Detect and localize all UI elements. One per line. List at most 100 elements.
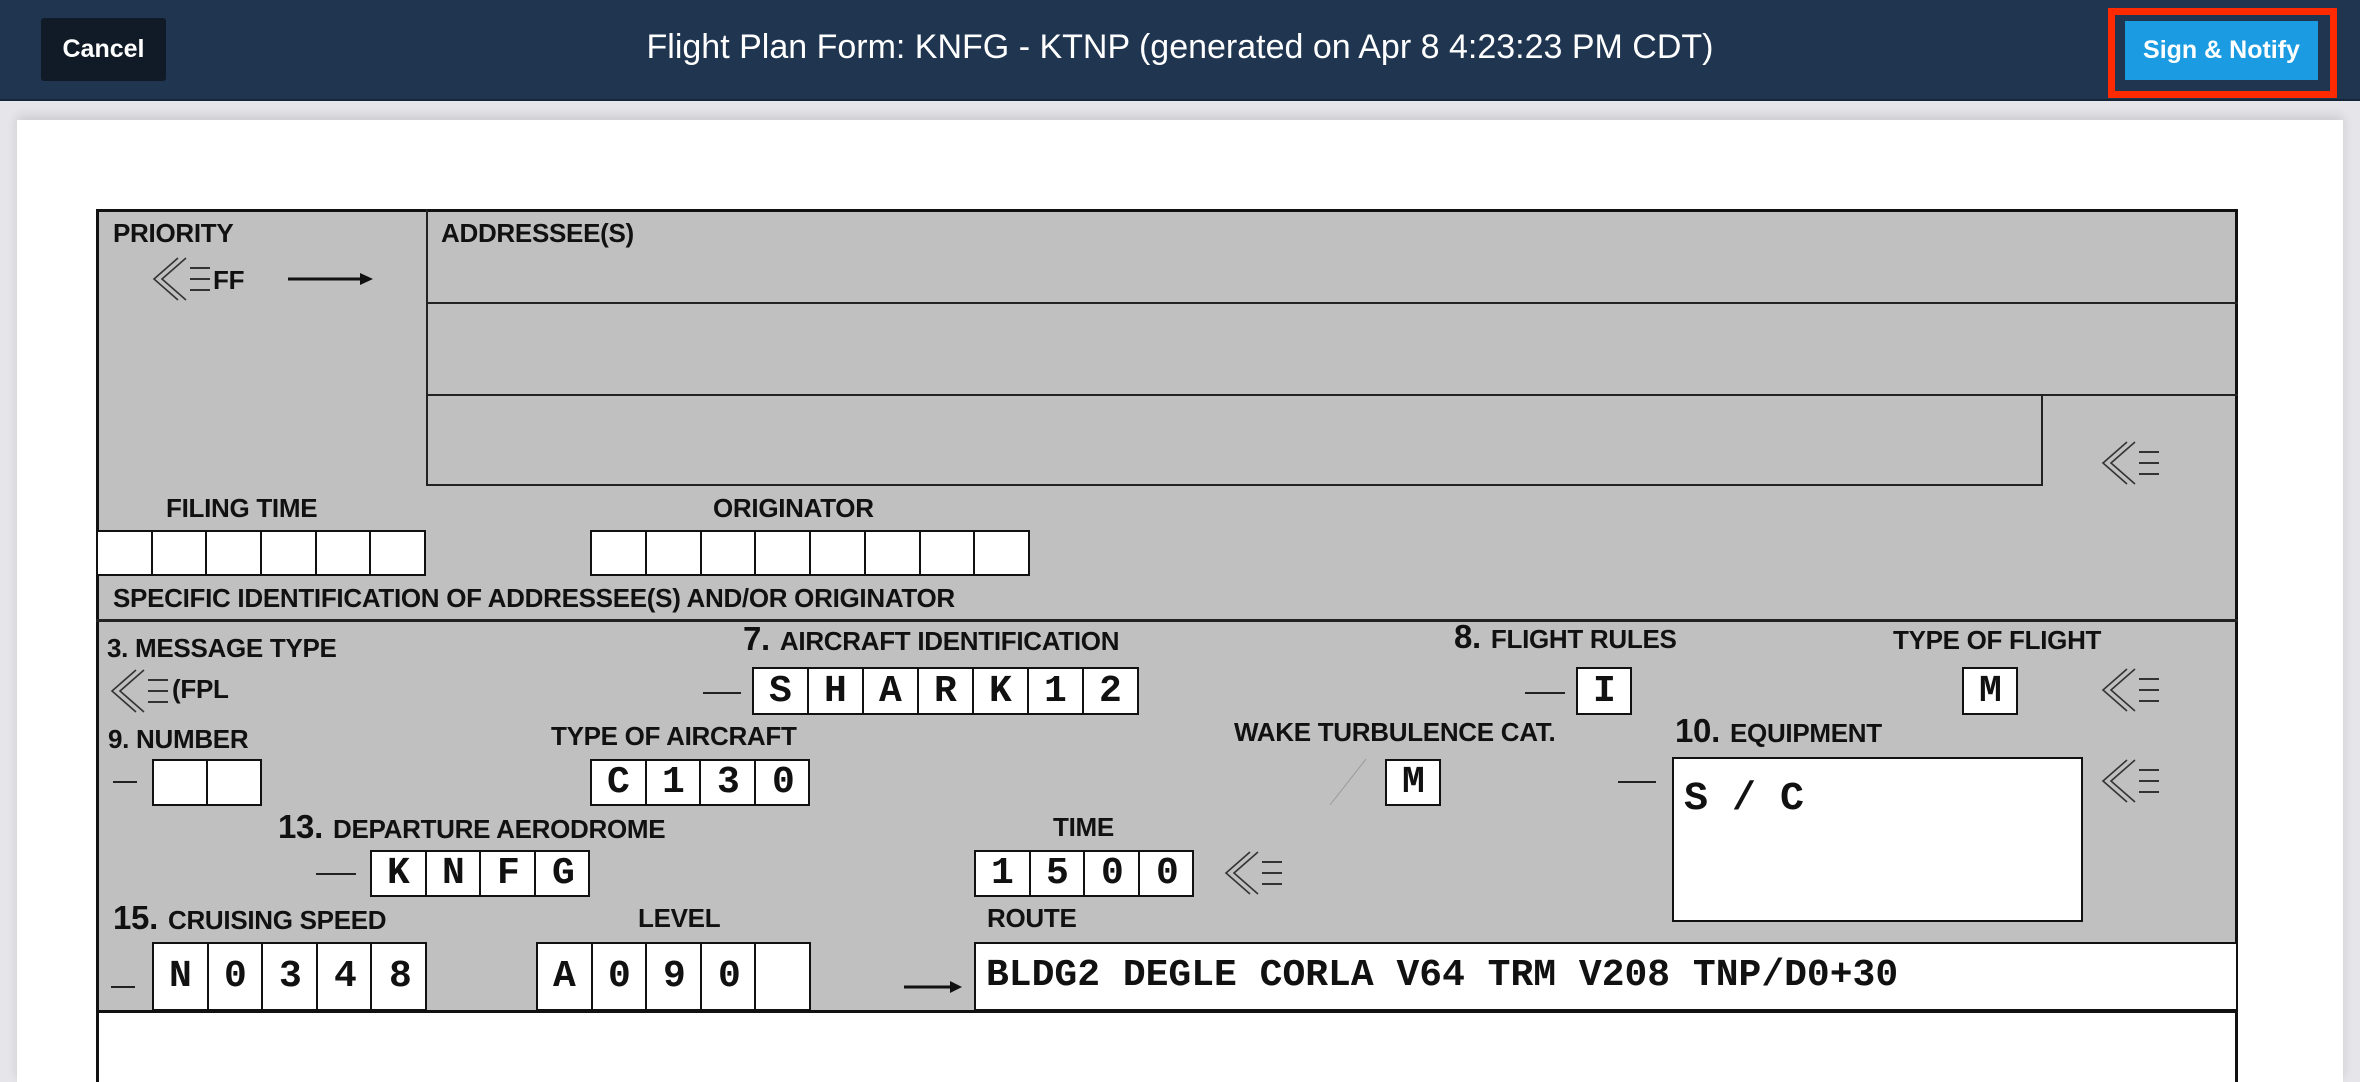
departure-field[interactable]: KNFG — [370, 850, 590, 897]
item-number: 10. — [1675, 712, 1720, 749]
route-continuation-field[interactable] — [96, 1010, 2238, 1082]
type-of-aircraft-field[interactable]: C130 — [590, 759, 810, 806]
char-cell[interactable] — [154, 944, 209, 1009]
char-cell[interactable] — [809, 669, 864, 713]
char-cell[interactable] — [647, 944, 702, 1009]
char-cell[interactable] — [756, 532, 811, 574]
char-cell[interactable] — [427, 852, 481, 895]
equipment-label: 10. EQUIPMENT — [1675, 712, 1882, 750]
number-label: 9. NUMBER — [108, 724, 249, 754]
char-cell[interactable] — [592, 532, 647, 574]
originator-field[interactable] — [590, 530, 1030, 576]
char-cell[interactable] — [1029, 669, 1084, 713]
right-arrow-icon — [288, 273, 373, 285]
filing-time-field[interactable] — [96, 530, 426, 576]
label-text: EQUIPMENT — [1729, 718, 1882, 748]
char-cell[interactable] — [372, 852, 427, 895]
time-label: TIME — [1053, 812, 1114, 842]
originator-value — [592, 532, 607, 574]
char-cell[interactable] — [921, 532, 976, 574]
message-type-label: 3. MESSAGE TYPE — [107, 633, 337, 663]
item-number: 8. — [1454, 618, 1481, 655]
addressees-line-1[interactable] — [428, 304, 2236, 393]
cruising-speed-value: N0348 — [169, 955, 445, 998]
char-cell[interactable] — [481, 852, 536, 895]
divider — [426, 302, 2238, 304]
separator-dash — [113, 781, 137, 783]
message-start-icon — [2102, 441, 2160, 485]
number-field[interactable] — [152, 759, 262, 806]
char-cell[interactable] — [153, 532, 208, 574]
char-cell[interactable] — [701, 761, 756, 804]
char-cell[interactable] — [1031, 852, 1085, 895]
divider — [96, 619, 2238, 622]
aircraft-id-field[interactable]: SHARK12 — [752, 667, 1139, 715]
char-cell[interactable] — [647, 761, 701, 804]
char-cell[interactable] — [207, 532, 263, 574]
item-number: 13. — [278, 808, 323, 845]
equipment-field[interactable]: S / C — [1672, 757, 2083, 922]
char-cell[interactable] — [976, 852, 1031, 895]
char-cell[interactable] — [317, 532, 372, 574]
separator-dash — [1618, 781, 1656, 783]
char-cell[interactable] — [98, 532, 153, 574]
message-type-value: (FPL — [172, 674, 229, 704]
flight-rules-value: I — [1593, 669, 1649, 713]
top-bar: Cancel Flight Plan Form: KNFG - KTNP (ge… — [0, 0, 2360, 101]
departure-label: 13.DEPARTURE AERODROME — [278, 808, 666, 846]
char-cell[interactable] — [593, 944, 648, 1009]
char-cell[interactable] — [647, 532, 702, 574]
flight-rules-field[interactable]: I — [1576, 667, 1632, 715]
divider — [426, 394, 2238, 396]
char-cell[interactable] — [538, 944, 593, 1009]
level-field[interactable]: A090 — [536, 942, 811, 1011]
char-cell[interactable] — [592, 761, 647, 804]
char-cell[interactable] — [1085, 852, 1140, 895]
route-field[interactable]: BLDG2 DEGLE CORLA V64 TRM V208 TNP/D0+30 — [974, 942, 2238, 1011]
char-cell[interactable] — [919, 669, 974, 713]
item-number: 7. — [743, 620, 770, 657]
page-title: Flight Plan Form: KNFG - KTNP (generated… — [646, 28, 1714, 66]
type-of-aircraft-label: TYPE OF AIRCRAFT — [551, 721, 797, 751]
char-cell[interactable] — [811, 532, 866, 574]
addressees-line-2[interactable] — [428, 396, 2040, 484]
char-cell[interactable] — [371, 532, 424, 574]
message-start-icon — [153, 257, 211, 301]
message-start-icon — [111, 669, 169, 713]
wake-turbulence-value: M — [1402, 761, 1458, 804]
separator-dash — [111, 986, 135, 988]
char-cell[interactable] — [974, 669, 1029, 713]
aircraft-id-label: 7. AIRCRAFT IDENTIFICATION — [743, 620, 1119, 658]
char-cell[interactable] — [318, 944, 373, 1009]
char-cell[interactable] — [975, 532, 1028, 574]
char-cell[interactable] — [263, 944, 318, 1009]
separator-dash — [703, 692, 741, 694]
message-start-icon — [2102, 668, 2160, 712]
type-of-flight-label: TYPE OF FLIGHT — [1893, 625, 2102, 655]
cancel-button[interactable]: Cancel — [41, 18, 166, 81]
departure-value: KNFG — [387, 852, 608, 895]
divider — [426, 484, 2043, 486]
char-cell[interactable] — [209, 944, 264, 1009]
char-cell[interactable] — [866, 532, 921, 574]
type-of-flight-field[interactable]: M — [1962, 667, 2018, 715]
time-field[interactable]: 1500 — [974, 850, 1194, 897]
char-cell[interactable] — [864, 669, 919, 713]
priority-label: PRIORITY — [113, 218, 234, 248]
level-label: LEVEL — [638, 903, 721, 933]
sign-notify-button[interactable]: Sign & Notify — [2125, 21, 2318, 80]
priority-value: FF — [213, 265, 245, 295]
char-cell[interactable] — [208, 761, 260, 804]
message-start-icon — [2102, 759, 2160, 803]
originator-label: ORIGINATOR — [713, 493, 874, 523]
cruising-speed-field[interactable]: N0348 — [152, 942, 427, 1011]
char-cell[interactable] — [154, 761, 208, 804]
char-cell[interactable] — [262, 532, 317, 574]
char-cell[interactable] — [702, 532, 757, 574]
char-cell[interactable] — [702, 944, 757, 1009]
label-text: AIRCRAFT IDENTIFICATION — [779, 626, 1120, 656]
char-cell[interactable] — [754, 669, 809, 713]
wake-turbulence-field[interactable]: M — [1385, 759, 1441, 806]
message-start-icon — [1225, 851, 1283, 895]
divider — [2041, 394, 2043, 485]
